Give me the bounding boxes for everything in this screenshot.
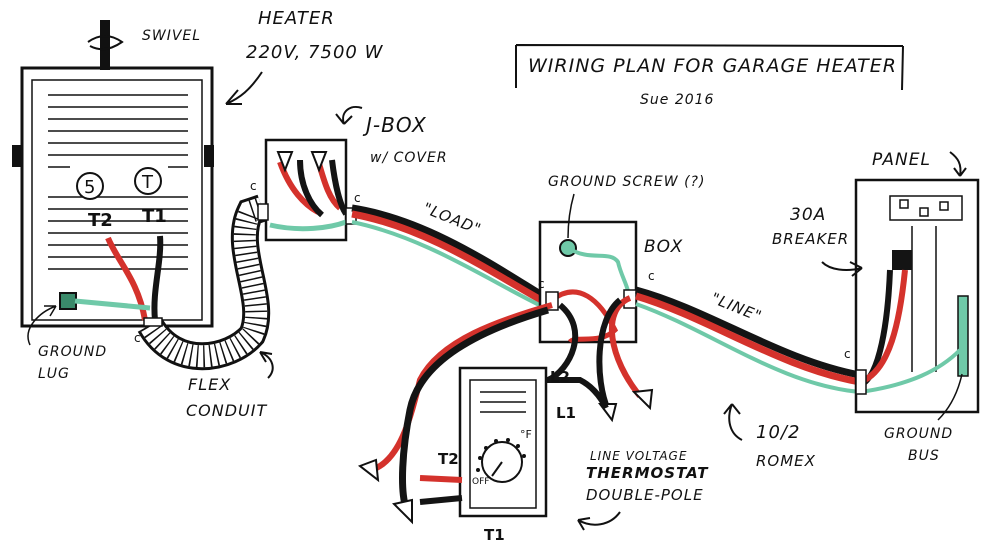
ground-bus-label: GROUND <box>884 426 953 442</box>
box <box>538 220 638 345</box>
ground-bus-label-2: BUS <box>908 448 940 464</box>
connector-mark: c <box>354 191 361 205</box>
panel-arrow-icon <box>949 151 967 177</box>
wire-end-icon <box>392 498 413 525</box>
thermostat-l1-label: L1 <box>556 404 576 422</box>
heater-mount-tab-right <box>204 145 214 167</box>
thermostat-t1-label: T1 <box>484 526 505 544</box>
ground-lug-arrow-icon <box>27 305 57 346</box>
panel <box>854 178 980 414</box>
thermostat-deg-label: °F <box>520 428 532 441</box>
connector-mark: c <box>648 269 655 283</box>
jbox-label: J-BOX <box>362 113 427 137</box>
ground-lug-icon <box>59 292 77 310</box>
j-box <box>257 138 357 242</box>
box-label: BOX <box>644 237 683 257</box>
breaker-30a-icon <box>892 250 912 270</box>
heater-wire-black <box>151 235 164 321</box>
terminal-5-label: 5 <box>84 177 95 198</box>
connector-mark: c <box>538 277 545 291</box>
thermostat-arrow-icon <box>577 511 621 531</box>
panel-label: PANEL <box>872 150 931 170</box>
romex-label: ROMEX <box>756 452 816 470</box>
terminal-T-label: T <box>141 172 154 193</box>
jbox-cover-label: w/ COVER <box>370 150 448 166</box>
heater-t2-label: T2 <box>88 210 113 231</box>
heater-t1-label: T1 <box>142 206 167 227</box>
wire-nut-icon <box>310 151 328 173</box>
heater-label: HEATER <box>258 8 335 29</box>
romex-arrow-icon <box>723 403 743 441</box>
diagram-title: WIRING PLAN FOR GARAGE HEATER <box>528 55 897 77</box>
wire-end-icon <box>357 458 380 483</box>
jbox-arrow-icon <box>335 106 363 125</box>
heater-connector <box>143 317 163 327</box>
terminal-T-icon <box>134 167 162 195</box>
wire-end-icon <box>631 388 654 411</box>
title-box: WIRING PLAN FOR GARAGE HEATER <box>515 44 904 91</box>
breaker-label: BREAKER <box>772 230 849 248</box>
breaker-amps-label: 30A <box>790 205 826 225</box>
flex-conduit <box>137 194 271 371</box>
heater-mount-tab-left <box>12 145 22 167</box>
thermostat <box>357 295 654 525</box>
swivel-arrow-icon <box>87 35 124 51</box>
connector-mark: c <box>250 179 257 193</box>
thermostat-pole-label: DOUBLE-POLE <box>586 486 704 504</box>
ground-bus-arrow-icon <box>937 373 963 421</box>
heater-spec-label: 220V, 7500 W <box>246 42 384 63</box>
heater: 5 T T2 T1 <box>12 20 214 328</box>
flex-arrow-icon <box>259 351 274 379</box>
signature: Sue 2016 <box>640 92 714 108</box>
flex-conduit-label: CONDUIT <box>186 401 267 420</box>
line-cable <box>635 286 861 394</box>
terminal-5-icon <box>76 172 104 200</box>
wire-nut-icon <box>276 151 294 173</box>
load-cable <box>351 204 552 312</box>
connector-mark: c <box>134 331 141 345</box>
ground-lug-label-2: LUG <box>38 366 70 382</box>
thermostat-t2-label: T2 <box>438 450 459 468</box>
ground-screw-label: GROUND SCREW (?) <box>548 174 705 190</box>
heater-arrow-icon <box>225 71 263 105</box>
breaker-arrow-icon <box>821 261 863 277</box>
flex-label: FLEX <box>188 375 231 394</box>
swivel-label: SWIVEL <box>142 28 201 44</box>
thermostat-label: THERMOSTAT <box>586 464 709 482</box>
heater-grille <box>48 94 188 270</box>
ground-screw-arrow-icon <box>567 193 575 239</box>
thermostat-voltage-label: LINE VOLTAGE <box>590 449 687 463</box>
ground-bus-bar <box>957 295 969 377</box>
swivel-post <box>100 20 110 70</box>
heater-wire-ground <box>74 298 151 311</box>
thermostat-off-label: OFF <box>472 477 489 487</box>
romex-gauge-label: 10/2 <box>756 422 800 443</box>
connector-mark: c <box>844 347 851 361</box>
ground-lug-label: GROUND <box>38 344 107 360</box>
thermostat-l2-label: L2 <box>550 368 570 386</box>
